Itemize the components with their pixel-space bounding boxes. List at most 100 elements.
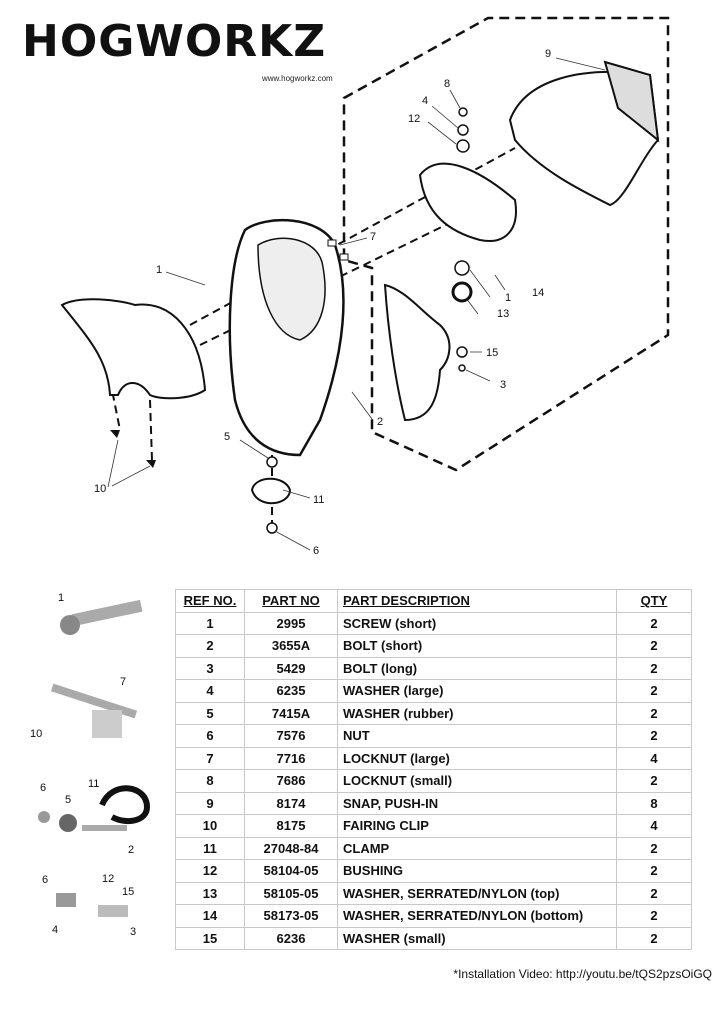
qty-cell: 2 [616, 724, 692, 748]
part-no-cell: 7716 [244, 746, 338, 770]
ref-no-cell: 7 [175, 746, 245, 770]
callout: 9 [545, 48, 551, 60]
left-fairing [60, 298, 207, 400]
qty-cell: 2 [616, 926, 692, 950]
ref-no-cell: 1 [175, 611, 245, 635]
description-cell: CLAMP [337, 836, 617, 860]
part-no-cell: 7415A [244, 701, 338, 725]
svg-text:2: 2 [128, 844, 134, 856]
part-4-washer [457, 124, 469, 136]
ref-no-cell: 13 [175, 881, 245, 905]
qty-cell: 2 [616, 656, 692, 680]
part-13-washer [451, 281, 473, 303]
photo-bolt-locknut: 7 10 [30, 676, 138, 740]
qty-cell: 2 [616, 881, 692, 905]
ref-no-cell: 10 [175, 814, 245, 838]
hardware-photos: 1 7 10 6 5 11 2 6 12 15 4 3 [30, 592, 151, 938]
part-no-cell: 3655A [244, 634, 338, 658]
part-7-locknut [327, 239, 349, 261]
description-cell: WASHER, SERRATED/NYLON (bottom) [337, 904, 617, 928]
svg-text:15: 15 [122, 886, 134, 898]
description-cell: SNAP, PUSH-IN [337, 791, 617, 815]
ref-no-cell: 2 [175, 634, 245, 658]
callout: 10 [94, 483, 106, 495]
ref-no-cell: 4 [175, 679, 245, 703]
part-10-clip [110, 430, 156, 468]
part-no-cell: 8174 [244, 791, 338, 815]
part-15-washer [456, 346, 468, 358]
mount-bracket [418, 162, 517, 242]
svg-text:5: 5 [65, 794, 71, 806]
ref-no-cell: 14 [175, 904, 245, 928]
ref-no-cell: 11 [175, 836, 245, 860]
ref-no-cell: 9 [175, 791, 245, 815]
callout: 5 [224, 431, 230, 443]
part-14-washer [454, 260, 470, 276]
ref-no-cell: 8 [175, 769, 245, 793]
callout: 13 [497, 308, 509, 320]
description-cell: LOCKNUT (small) [337, 769, 617, 793]
callout: 8 [444, 78, 450, 90]
part-no-cell: 7576 [244, 724, 338, 748]
ref-no-cell: 15 [175, 926, 245, 950]
header-description: PART DESCRIPTION [337, 589, 617, 613]
part-no-cell: 7686 [244, 769, 338, 793]
callout: 11 [313, 494, 324, 506]
part-5-washer [266, 456, 278, 468]
svg-text:4: 4 [52, 924, 58, 936]
ref-no-cell: 6 [175, 724, 245, 748]
qty-cell: 8 [616, 791, 692, 815]
fairing-inner [257, 237, 326, 341]
part-6-nut [266, 522, 278, 534]
description-cell: WASHER (small) [337, 926, 617, 950]
ref-no-cell: 12 [175, 859, 245, 883]
callout: 15 [486, 347, 498, 359]
qty-cell: 2 [616, 836, 692, 860]
description-cell: FAIRING CLIP [337, 814, 617, 838]
qty-cell: 2 [616, 769, 692, 793]
qty-cell: 2 [616, 701, 692, 725]
part-3-bolt [458, 364, 466, 372]
part-12-bushing [456, 139, 470, 153]
svg-text:1: 1 [58, 592, 64, 604]
part-no-cell: 58173-05 [244, 904, 338, 928]
part-no-cell: 6235 [244, 679, 338, 703]
description-cell: WASHER, SERRATED/NYLON (top) [337, 881, 617, 905]
qty-cell: 2 [616, 859, 692, 883]
description-cell: LOCKNUT (large) [337, 746, 617, 770]
assembly-boundary [342, 16, 670, 472]
callout: 1 [156, 264, 162, 276]
svg-text:10: 10 [30, 728, 42, 740]
callout: 3 [500, 379, 506, 391]
part-no-cell: 58105-05 [244, 881, 338, 905]
qty-cell: 2 [616, 611, 692, 635]
photo-bushing-washers: 6 12 15 4 3 [42, 873, 136, 938]
table-header-row: REF NO. PART NO PART DESCRIPTION QTY [175, 589, 692, 613]
photo-washers-clamp: 6 5 11 2 [38, 778, 151, 856]
photo-screw: 1 [58, 592, 143, 635]
callout: 14 [532, 287, 544, 299]
part-9-flap [603, 60, 660, 143]
svg-text:6: 6 [42, 874, 48, 886]
part-no-cell: 58104-05 [244, 859, 338, 883]
qty-cell: 4 [616, 814, 692, 838]
callout: 1 [505, 292, 511, 304]
part-11-clamp [250, 477, 292, 505]
part-no-cell: 8175 [244, 814, 338, 838]
svg-text:11: 11 [88, 778, 99, 790]
qty-cell: 4 [616, 746, 692, 770]
callout: 6 [313, 545, 319, 557]
